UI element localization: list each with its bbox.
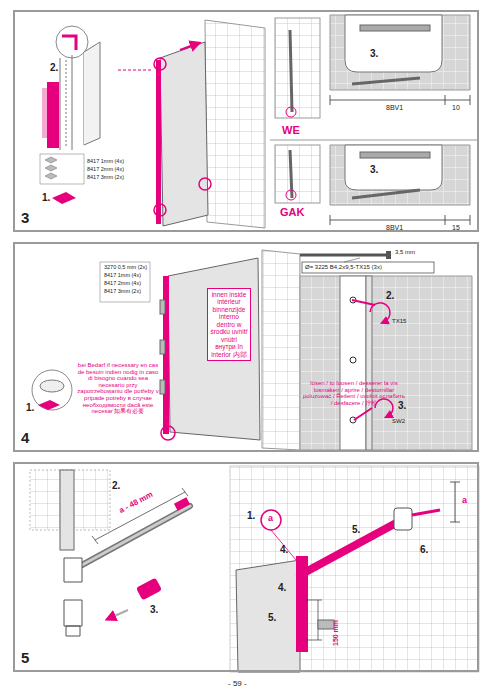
step-number: 5 bbox=[21, 649, 29, 666]
part-spec: 8417 2mm (4x) bbox=[104, 280, 141, 286]
side-note-box: innen inside intérieur binnenzijde inter… bbox=[207, 288, 251, 361]
callout-number: 5. bbox=[352, 524, 360, 535]
part-spec: 8417 1mm (4x) bbox=[104, 272, 141, 278]
page-number: - 59 - bbox=[228, 680, 247, 689]
callout-number: 3. bbox=[150, 604, 158, 615]
part-spec: 8417 2mm (4x) bbox=[87, 166, 124, 172]
dimension: 15 bbox=[452, 224, 460, 232]
callout-number: 1. bbox=[26, 402, 34, 413]
callout-number: 6. bbox=[420, 544, 428, 555]
part-spec: 8417 3mm (2x) bbox=[87, 174, 124, 180]
dimension: 10 bbox=[452, 104, 460, 112]
note-text: lösen / to loosen / desserer la vis losm… bbox=[302, 380, 406, 406]
callout-number: 4. bbox=[278, 582, 286, 593]
callout-number: 3. bbox=[398, 400, 406, 411]
callout-number: 2. bbox=[386, 290, 394, 301]
part-spec: 3270 0,5 mm (2x) bbox=[104, 264, 147, 270]
variant-label: WE bbox=[282, 124, 300, 136]
dimension: 3,5 mm bbox=[395, 249, 415, 256]
step-number: 4 bbox=[21, 429, 29, 446]
callout-number: 5. bbox=[268, 612, 276, 623]
callout-number: 3. bbox=[370, 48, 378, 59]
callout-number: 3. bbox=[370, 164, 378, 175]
dimension: 8BV1 bbox=[386, 224, 403, 232]
dimension: 8BV1 bbox=[386, 104, 403, 112]
part-spec: Ø= 3225 B4,2x9,5-TX15 (3x) bbox=[305, 264, 382, 271]
step-number: 3 bbox=[21, 209, 29, 226]
tool-label: TX15 bbox=[392, 318, 406, 325]
step-panel: 3 bbox=[13, 10, 479, 232]
variant-label: GAK bbox=[280, 206, 304, 218]
panel-3-art bbox=[40, 15, 479, 228]
callout-number: 2. bbox=[112, 480, 120, 491]
dimension: 150 mm bbox=[332, 620, 340, 646]
note-text: bei Bedarf if necessary en cas de besoin… bbox=[76, 362, 160, 415]
part-spec: 8417 3mm (2x) bbox=[104, 288, 141, 294]
step-panel: 4 innen inside intérieur binnenzijde inte… bbox=[13, 242, 479, 452]
dimension: a bbox=[462, 496, 467, 506]
note-text: innen inside intérieur binnenzijde inter… bbox=[210, 291, 248, 358]
callout-number: 1. bbox=[42, 192, 50, 203]
part-spec: 8417 1mm (4x) bbox=[87, 158, 124, 164]
panel-4-art bbox=[32, 250, 472, 450]
panel-5-art bbox=[30, 466, 479, 672]
dimension: a - 48 mm bbox=[118, 491, 155, 516]
callout-number: 1. bbox=[247, 510, 255, 521]
tool-label: SW2 bbox=[392, 418, 405, 425]
step-panel: 5 bbox=[13, 462, 479, 672]
callout-number: 2. bbox=[50, 62, 58, 73]
callout-letter: a bbox=[268, 514, 273, 524]
callout-number: 4. bbox=[280, 544, 288, 555]
